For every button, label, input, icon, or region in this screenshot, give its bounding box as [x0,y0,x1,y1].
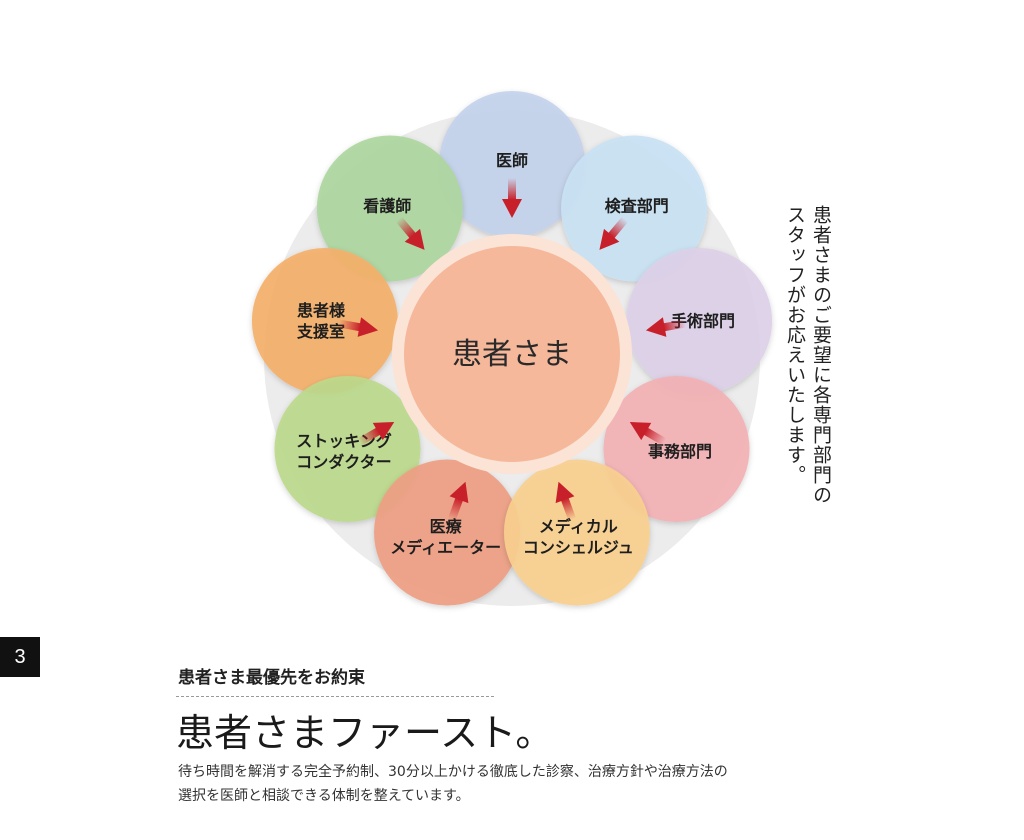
node-label-stocking: コンダクター [296,453,391,472]
section-headline: 患者さまファースト。 [176,711,554,755]
body-line: 選択を医師と相談できる体制を整えています。 [178,788,470,804]
section-body: 待ち時間を解消する完全予約制、30分以上かける徹底した診察、治療方針や治療方法の… [178,760,878,808]
node-office: 事務部門 [603,376,750,522]
node-circle-mediator [374,459,521,606]
node-label-concierge: コンシェルジュ [523,538,634,557]
arrow-office [629,422,667,446]
node-circle-surgery [626,248,773,395]
arrow-surgery [645,317,687,337]
arrow-support [337,317,379,337]
arrow-nurse [395,216,425,250]
arrow-mediator [448,481,469,521]
node-label-mediator: 医療 [430,517,463,536]
section-subtitle: 患者さま最優先をお約束 [178,668,365,688]
section-number-badge: 3 [0,637,40,677]
node-circle-office [603,376,750,522]
node-label-support: 患者様 [297,301,346,320]
node-circle-support [251,248,398,395]
node-label-inspection: 検査部門 [605,196,669,215]
node-inspection: 検査部門 [561,135,708,282]
node-label-doctor: 医師 [496,151,528,170]
node-circle-stocking [274,376,421,522]
node-label-nurse: 看護師 [362,196,411,215]
department-arrows [337,178,687,521]
body-line: 待ち時間を解消する完全予約制、30分以上かける徹底した診察、治療方針や治療方法の [178,764,728,780]
node-circle-nurse [316,135,463,282]
arrow-doctor [502,178,522,218]
node-nurse: 看護師 [316,135,463,282]
patient-center [404,246,620,462]
arrow-stocking [357,422,395,446]
node-label-office: 事務部門 [648,442,712,461]
node-label-concierge: メディカル [539,517,618,536]
patient-center-label: 患者さま [452,337,572,372]
side-caption: 患者さまのご要望に各専門部門の スタッフがお応えいたします。 [784,205,832,505]
node-doctor: 医師 [439,91,585,237]
node-circle-concierge [503,459,650,606]
node-surgery: 手術部門 [626,248,773,395]
node-label-mediator: メディエーター [390,538,501,557]
node-circle-doctor [439,91,585,237]
node-circle-inspection [561,135,708,282]
arrow-inspection [599,216,629,250]
node-label-support: 支援室 [296,322,345,341]
node-label-surgery: 手術部門 [671,311,735,330]
subtitle-divider [176,696,494,697]
arrow-concierge [555,481,576,521]
